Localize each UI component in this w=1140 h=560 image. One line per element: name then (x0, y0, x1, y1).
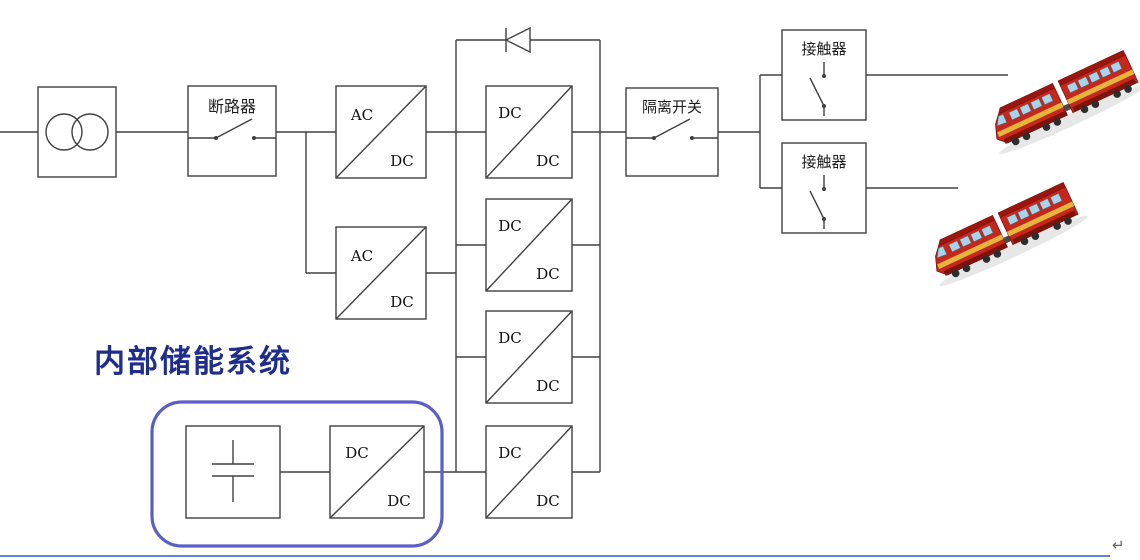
switch-icon (809, 175, 826, 229)
converter-input-label: DC (498, 444, 522, 462)
diode-icon (504, 26, 531, 54)
ac-dc-converter-1: AC DC (335, 85, 427, 179)
converter-input-label: DC (498, 104, 522, 122)
contactor-top-block: 接触器 (781, 29, 867, 121)
capacitor-block (185, 425, 281, 519)
contactor-top-label: 接触器 (801, 40, 846, 58)
storage-dc-dc-converter: DC DC (329, 425, 425, 519)
ac-dc-converter-2: AC DC (335, 226, 427, 320)
converter-output-label: DC (536, 492, 560, 510)
transformer-block (37, 86, 117, 178)
connection-wires (0, 39, 1008, 473)
transformer-icon (45, 113, 109, 151)
converter-output-label: DC (390, 293, 414, 311)
converter-output-label: DC (387, 492, 411, 510)
converter-input-label: DC (345, 444, 369, 462)
converter-output-label: DC (536, 152, 560, 170)
switch-icon (188, 118, 276, 140)
converter-output-label: DC (536, 265, 560, 283)
train-top (981, 46, 1140, 160)
converter-output-label: DC (536, 377, 560, 395)
dc-dc-converter-1: DC DC (485, 85, 573, 179)
converter-input-label: AC (350, 106, 373, 124)
isolating-switch-label: 隔离开关 (642, 98, 702, 116)
converter-output-label: DC (390, 152, 414, 170)
contactor-bottom-block: 接触器 (781, 142, 867, 234)
switch-icon (809, 62, 826, 116)
paragraph-return-mark: ↵ (1112, 536, 1125, 554)
converter-input-label: DC (498, 217, 522, 235)
dc-dc-converter-2: DC DC (485, 198, 573, 292)
isolating-switch-block: 隔离开关 (625, 87, 719, 177)
storage-system-title: 内部储能系统 (94, 344, 292, 380)
dc-dc-converter-3: DC DC (485, 310, 573, 404)
converter-input-label: AC (350, 247, 373, 265)
switch-icon (626, 118, 718, 140)
converter-input-label: DC (498, 329, 522, 347)
storage-system-outline (150, 400, 444, 548)
circuit-breaker-block: 断路器 (187, 85, 277, 177)
contactor-bottom-label: 接触器 (801, 153, 846, 171)
dc-dc-converter-4: DC DC (485, 425, 573, 519)
train-bottom (921, 178, 1091, 292)
capacitor-icon (212, 440, 254, 502)
circuit-breaker-label: 断路器 (208, 97, 256, 116)
